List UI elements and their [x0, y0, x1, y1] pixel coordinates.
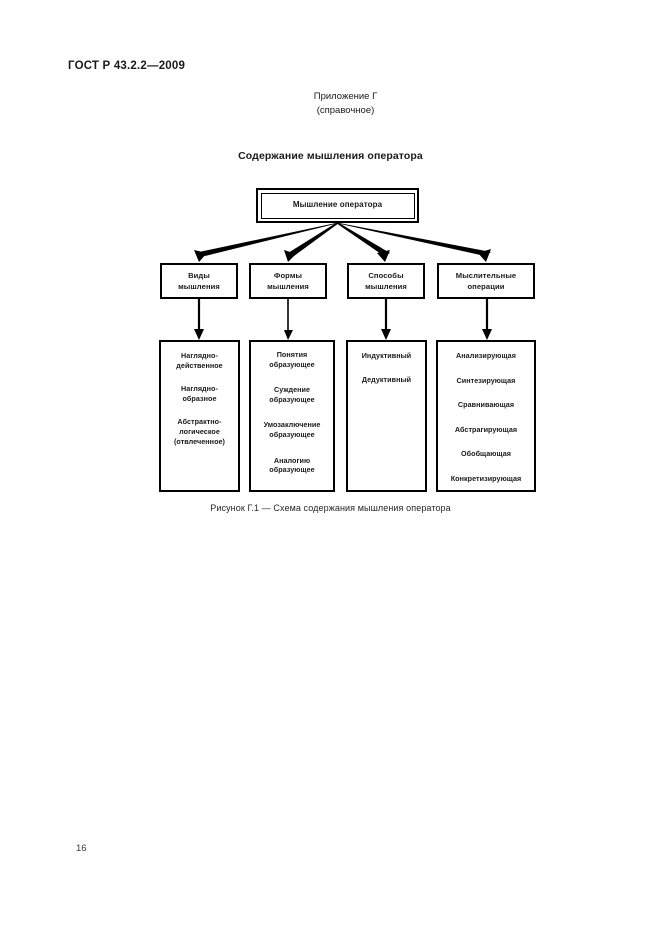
node-category-sposoby-line2: мышления	[365, 282, 407, 291]
connector-root-to-col4	[336, 223, 491, 256]
node-category-operacii[interactable]: Мыслительные операции	[437, 263, 535, 299]
arrowhead-col3	[377, 250, 390, 262]
node-root-inner-frame: Мышление оператора	[260, 192, 415, 219]
connector-root-to-col1	[199, 223, 339, 256]
page-number: 16	[76, 843, 87, 854]
node-items-vidy[interactable]: Наглядно-действенное Наглядно-образное А…	[159, 340, 240, 492]
connector-root-to-col3	[336, 223, 390, 256]
arrowhead-col1-items	[194, 329, 204, 340]
node-category-vidy-line1: Виды	[188, 271, 210, 280]
arrowhead-col4	[478, 249, 491, 262]
node-items-sposoby[interactable]: Индуктивный Дедуктивный	[346, 340, 427, 492]
list-item: Анализирующая	[456, 351, 516, 360]
node-category-operacii-line2: операции	[467, 282, 505, 291]
node-items-operacii[interactable]: Анализирующая Синтезирующая Сравнивающая…	[436, 340, 536, 492]
arrowhead-col3-items	[381, 329, 391, 340]
appendix-sublabel: (справочное)	[316, 105, 375, 116]
item-list-operacii: Анализирующая Синтезирующая Сравнивающая…	[438, 351, 534, 484]
node-category-vidy[interactable]: Виды мышления	[160, 263, 238, 299]
item-list-vidy: Наглядно-действенное Наглядно-образное А…	[161, 351, 238, 446]
appendix-label: Приложение Г	[313, 91, 378, 102]
node-root[interactable]: Мышление оператора	[256, 188, 419, 223]
arrowhead-col2-items	[284, 330, 293, 340]
list-item: Индуктивный	[361, 351, 412, 360]
node-category-operacii-line1: Мыслительные	[455, 271, 517, 280]
list-item: Наглядно-образное	[181, 384, 218, 403]
node-category-formy-line2: мышления	[267, 282, 309, 291]
arrowhead-col1	[194, 250, 207, 262]
list-item: Обобщающая	[461, 449, 511, 459]
node-category-sposoby[interactable]: Способы мышления	[347, 263, 425, 299]
figure-title: Содержание мышления оператора	[238, 150, 423, 162]
list-item: Конкретизирующая	[450, 473, 522, 483]
node-category-vidy-line2: мышления	[178, 282, 220, 291]
figure-caption: Рисунок Г.1 — Схема содержания мышления …	[210, 503, 451, 513]
node-category-sposoby-line1: Способы	[368, 271, 404, 280]
node-category-formy[interactable]: Формы мышления	[249, 263, 327, 299]
item-list-sposoby: Индуктивный Дедуктивный	[348, 351, 425, 384]
standard-header: ГОСТ Р 43.2.2—2009	[68, 60, 186, 72]
list-item: Синтезирующая	[456, 375, 516, 385]
connector-root-to-col2	[288, 223, 339, 256]
arrowhead-col2	[284, 250, 296, 262]
appendix-heading: Приложение Г (справочное)	[0, 90, 661, 118]
list-item: Наглядно-действенное	[176, 351, 223, 370]
arrowhead-col4-items	[482, 329, 492, 340]
node-category-formy-line1: Формы	[273, 271, 303, 280]
node-root-label: Мышление оператора	[292, 200, 383, 210]
list-item: Сравнивающая	[457, 400, 515, 410]
list-item: Абстрагирующая	[454, 424, 518, 434]
list-item: Дедуктивный	[361, 374, 412, 384]
list-item: Абстрактно-логическое(отвлеченное)	[173, 417, 226, 446]
